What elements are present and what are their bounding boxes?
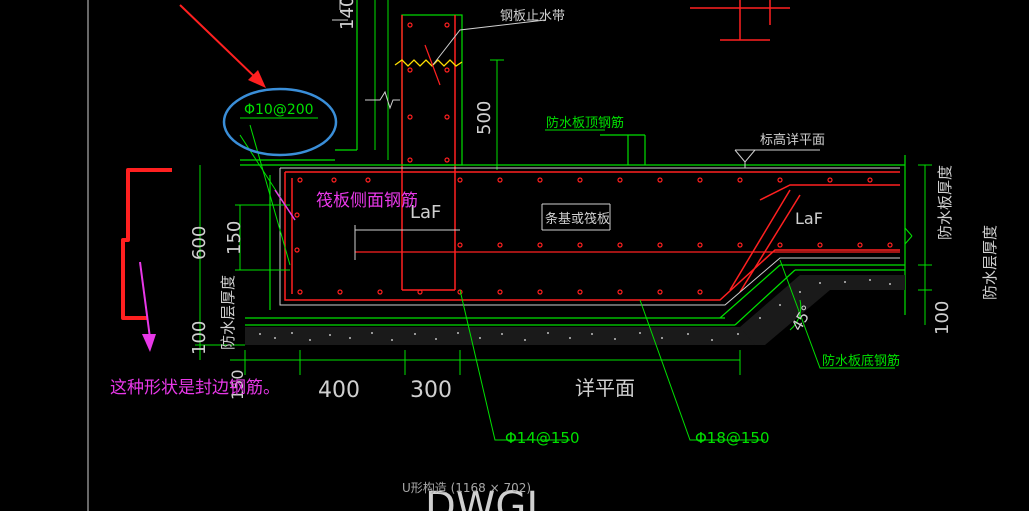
layer-thickness-left-label: 防水层厚度	[219, 275, 237, 350]
elevation-label: 标高详平面	[760, 132, 825, 148]
waterproof-top-rebar-label: 防水板顶钢筋	[546, 115, 624, 131]
bottom-rebar-left-label: Φ14@150	[505, 429, 580, 447]
laf-right-label: LaF	[795, 209, 823, 228]
slab-outline	[240, 134, 906, 326]
steel-waterstop-label: 钢板止水带	[500, 9, 565, 24]
waterproof-bottom-rebar-label: 防水板底钢筋	[822, 353, 900, 369]
dim-600-label: 600	[189, 226, 210, 260]
laf-markers	[354, 203, 611, 260]
bottom-rebar-right-label: Φ18@150	[695, 429, 770, 447]
callout-ellipse	[222, 87, 338, 157]
break-line	[365, 90, 400, 110]
bottom-dims	[230, 350, 741, 375]
raft-rebar	[284, 171, 900, 301]
dim-400-label: 400	[318, 378, 360, 403]
board-thickness-label: 防水板厚度	[936, 165, 954, 240]
red-arrow	[179, 4, 266, 88]
dim-500	[490, 59, 504, 170]
elevation-symbol	[734, 149, 820, 168]
wall-rebar-dots	[407, 22, 450, 163]
waterstop-leader	[431, 19, 546, 67]
dim-140: 140	[337, 0, 358, 30]
wall-section	[332, 0, 463, 291]
dim-150-bottom-label: 150	[228, 369, 247, 400]
left-dims	[195, 165, 290, 360]
raft-rebar-dots	[294, 177, 893, 295]
raft-inner-outline	[279, 167, 900, 306]
top-rebar-callout-label: Φ10@200	[244, 102, 314, 118]
dim-500-label: 500	[474, 101, 495, 135]
closing-rebar-sketch	[121, 168, 172, 320]
dim-100-right-label: 100	[932, 301, 953, 335]
right-dims	[904, 164, 932, 325]
pink-arrow-raft	[274, 189, 296, 221]
waterstop-cut	[424, 44, 441, 86]
angle-arc	[789, 299, 802, 331]
image-caption: U形构造 (1168 × 702)	[402, 481, 532, 495]
gravel-bed	[245, 275, 905, 345]
raft-side-rebar-annotation: 筏板侧面钢筋	[316, 191, 418, 211]
dim-150-label: 150	[224, 221, 245, 255]
detail-plan-label: 详平面	[575, 376, 635, 400]
top-right-detail	[690, 0, 790, 41]
layer-thickness-right-label: 防水层厚度	[981, 225, 999, 300]
dim-100-left-label: 100	[189, 321, 210, 355]
pink-arrow	[139, 261, 156, 352]
bottom-title: DWGI	[425, 484, 538, 511]
laf-left-label: LaF	[410, 202, 441, 223]
dim-300-label: 300	[410, 378, 452, 403]
steel-waterstop	[394, 59, 463, 67]
closing-rebar-note: 这种形状是封边钢筋。	[110, 378, 280, 398]
strip-raft-label: 条基或筏板	[545, 211, 610, 227]
